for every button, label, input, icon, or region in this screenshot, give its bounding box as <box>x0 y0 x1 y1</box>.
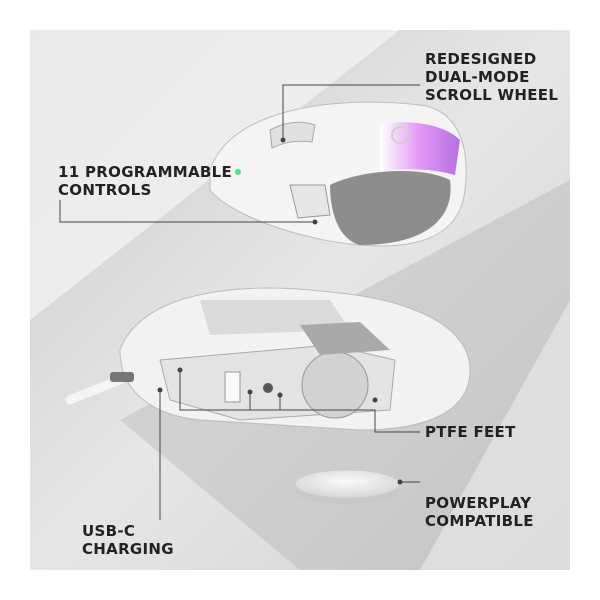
callout-line: USB-C <box>82 522 136 540</box>
callout-line: DUAL-MODE <box>425 68 530 86</box>
powerplay-puck <box>294 469 400 504</box>
callout-line: PTFE FEET <box>425 423 516 441</box>
mouse-bottom-view <box>65 287 471 431</box>
mouse-top-view <box>209 101 467 247</box>
callout-line: REDESIGNED <box>425 50 537 68</box>
callout-charging: USB-C CHARGING <box>82 522 174 558</box>
logo-icon <box>391 126 409 144</box>
leader-lines <box>59 84 420 520</box>
callout-powerplay: POWERPLAY COMPATIBLE <box>425 494 534 530</box>
callout-line: CHARGING <box>82 540 174 558</box>
callout-line: CONTROLS <box>58 181 152 199</box>
callout-line: COMPATIBLE <box>425 512 534 530</box>
callout-scroll-wheel: REDESIGNED DUAL-MODE SCROLL WHEEL <box>425 50 558 104</box>
callout-controls: 11 PROGRAMMABLE CONTROLS <box>58 163 232 199</box>
callout-line: POWERPLAY <box>425 494 532 512</box>
callout-line: 11 PROGRAMMABLE <box>58 163 233 181</box>
callout-feet: PTFE FEET <box>425 423 516 441</box>
callout-line: SCROLL WHEEL <box>425 86 559 104</box>
